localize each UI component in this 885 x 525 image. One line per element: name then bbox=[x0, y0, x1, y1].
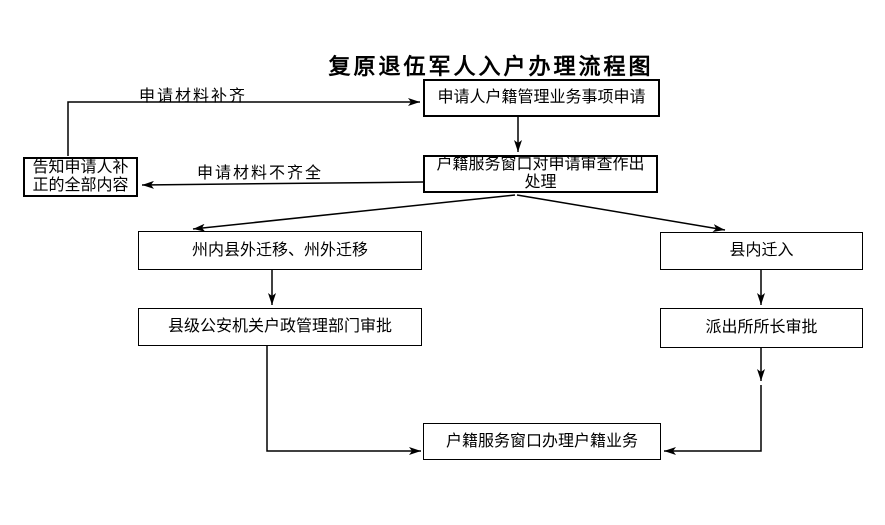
node-transfer-within-county: 县内迁入 bbox=[660, 232, 863, 270]
arrow-notify-to-apply bbox=[67, 98, 420, 156]
node-application: 申请人户籍管理业务事项申请 bbox=[423, 79, 660, 117]
arrow-review-to-transfer-in bbox=[516, 194, 726, 232]
edge-label-materials-complete: 申请材料补齐 bbox=[139, 82, 248, 106]
edge-label-materials-incomplete: 申请材料不齐全 bbox=[197, 159, 324, 183]
node-handle-registration: 户籍服务窗口办理户籍业务 bbox=[423, 423, 661, 460]
node-window-review: 户籍服务窗口对申请审查作出处理 bbox=[423, 155, 658, 193]
node-county-psb-approval: 县级公安机关户政管理部门审批 bbox=[138, 308, 422, 346]
arrow-station-to-handle bbox=[664, 385, 762, 455]
arrow-county-to-handle bbox=[266, 346, 421, 455]
node-notify-correction: 告知申请人补正的全部内容 bbox=[23, 157, 138, 197]
node-police-station-approval: 派出所所长审批 bbox=[660, 308, 863, 348]
node-transfer-out-of-county: 州内县外迁移、州外迁移 bbox=[138, 231, 422, 270]
flowchart-title: 复原退伍军人入户办理流程图 bbox=[328, 54, 654, 79]
arrow-review-to-transfer-out bbox=[192, 194, 516, 232]
